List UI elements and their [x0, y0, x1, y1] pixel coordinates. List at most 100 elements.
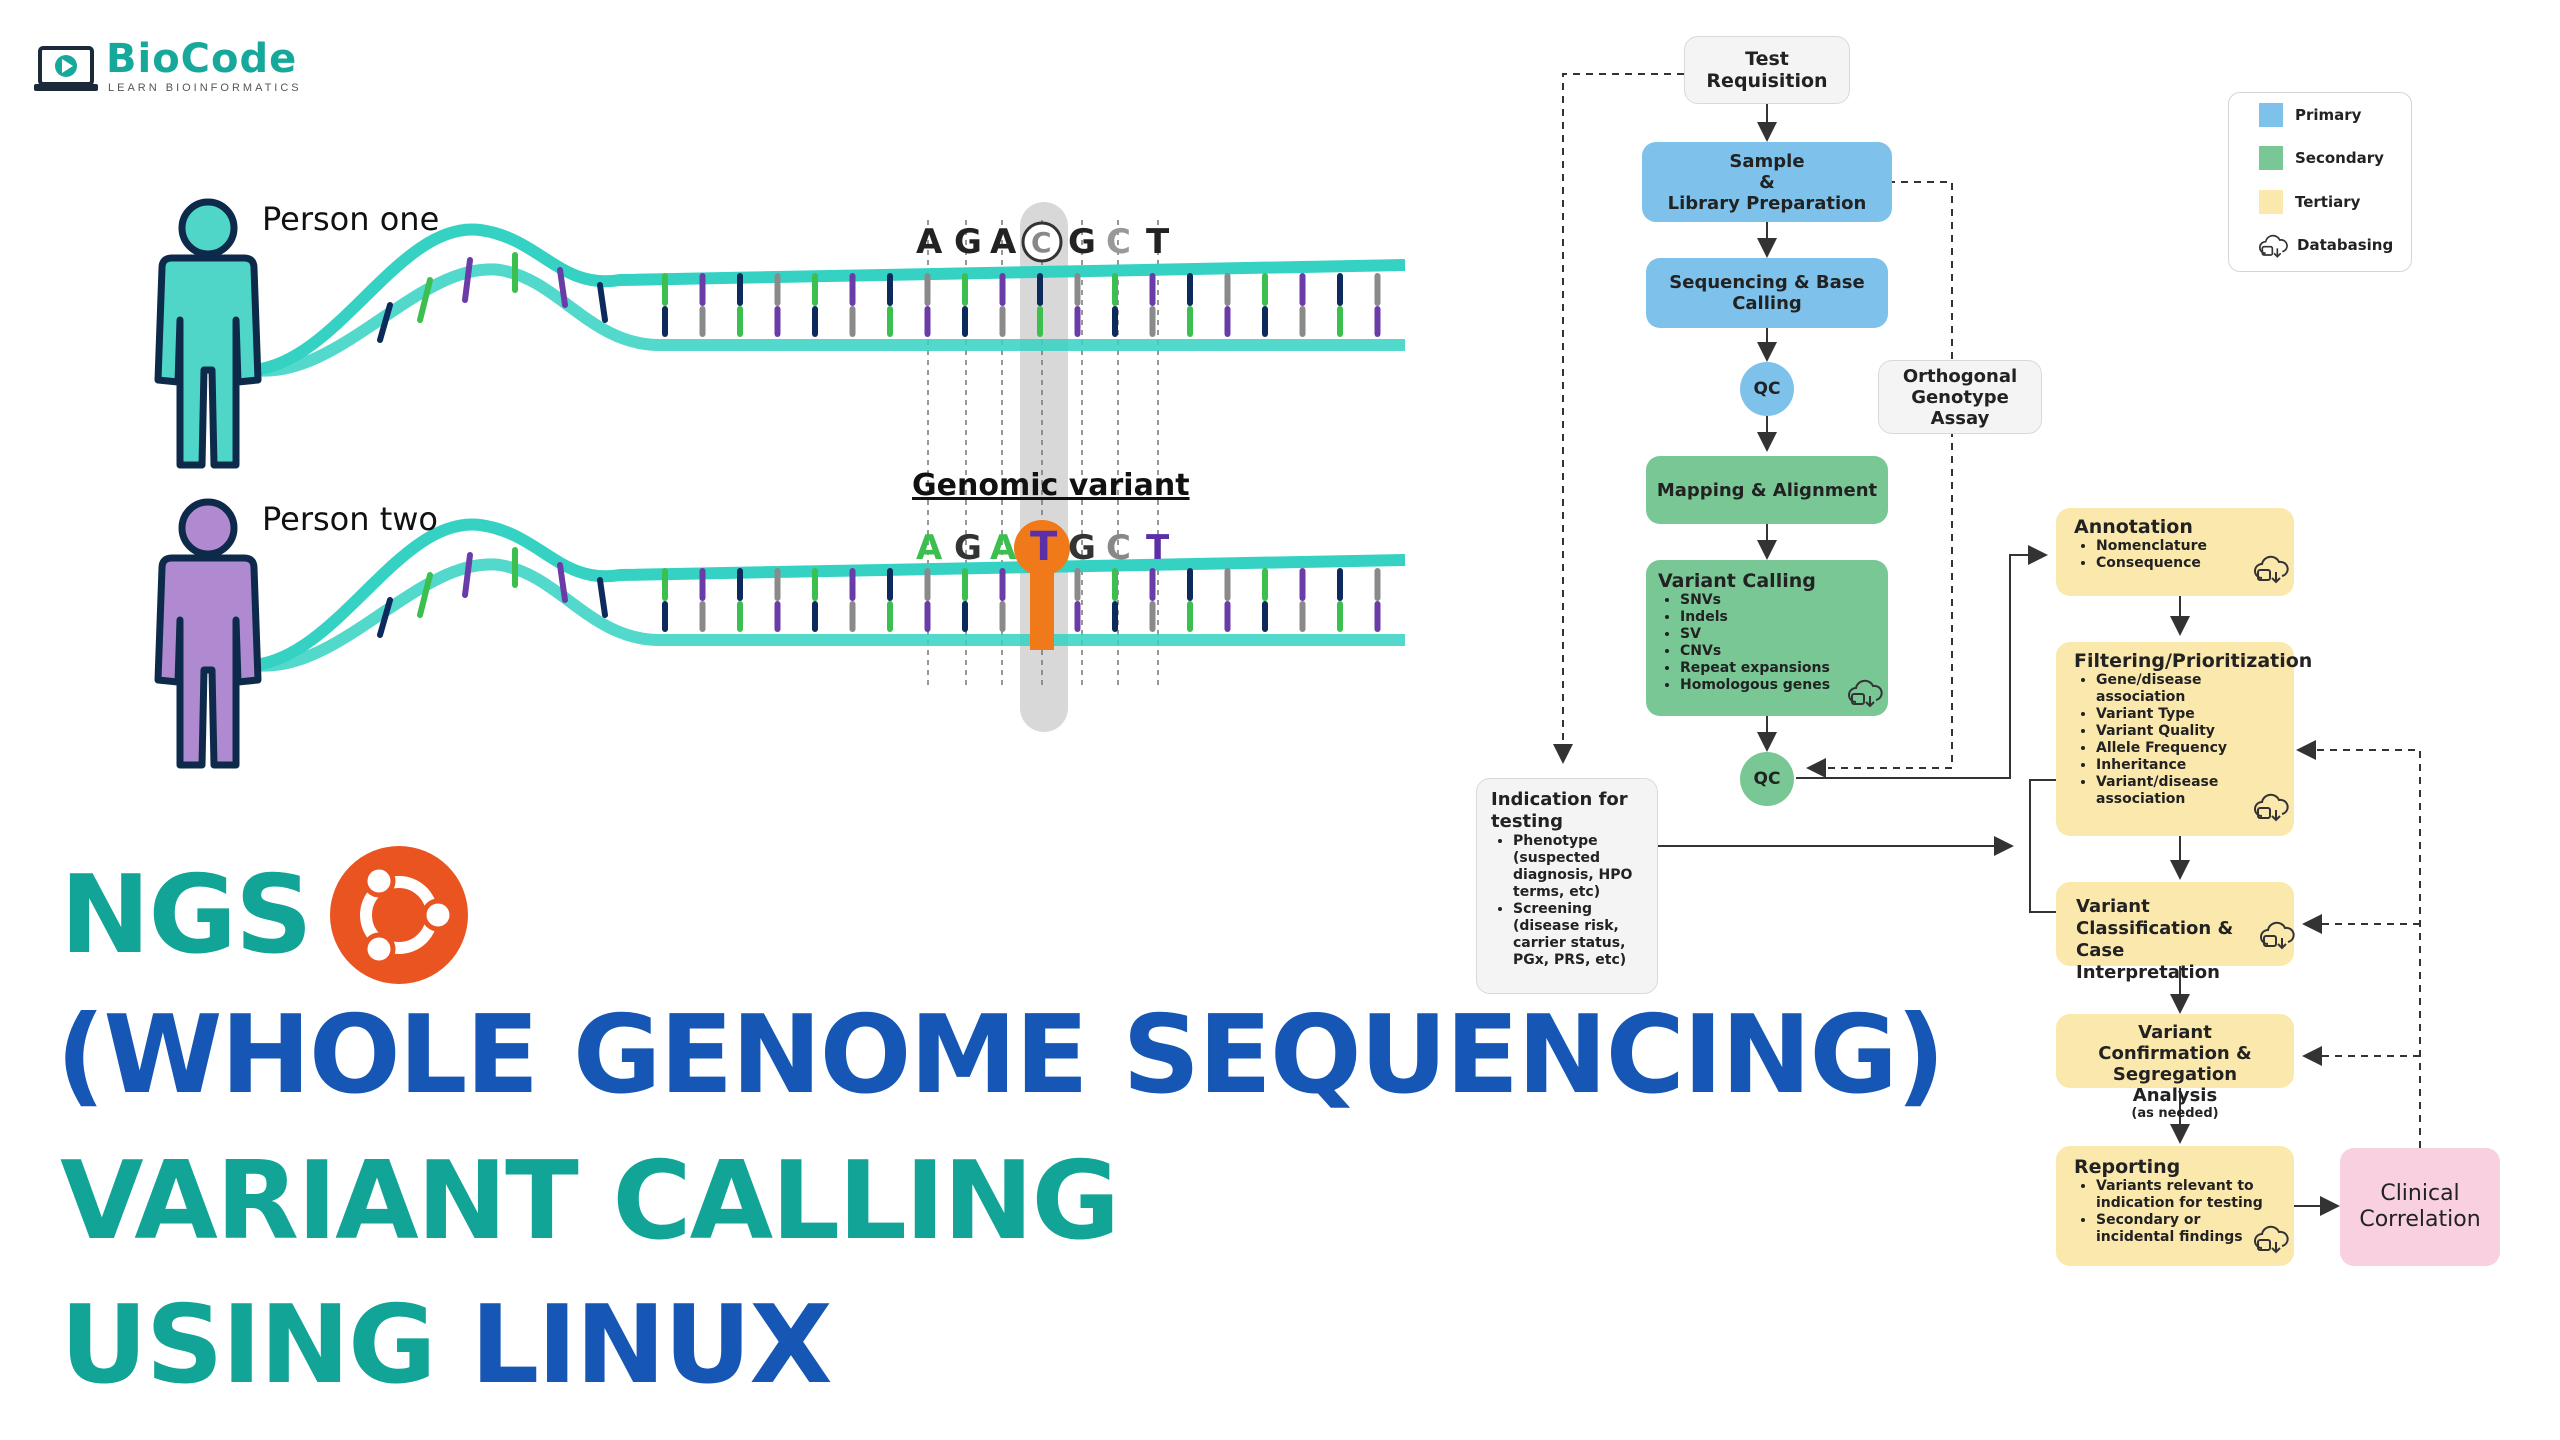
annotation-list: Nomenclature Consequence — [2074, 538, 2276, 572]
base: T — [1146, 528, 1170, 568]
sequencing-label: Sequencing & Base Calling — [1669, 272, 1865, 314]
ubuntu-logo-icon — [330, 846, 468, 984]
reporting-list: Variants relevant to indication for test… — [2074, 1178, 2276, 1246]
database-cloud-icon — [1848, 679, 1883, 708]
annotation-box: Annotation Nomenclature Consequence — [2056, 508, 2294, 596]
indication-box: Indication for testing Phenotype (suspec… — [1476, 778, 1658, 994]
qc-label: QC — [1753, 379, 1781, 399]
list-item: Variant Type — [2096, 706, 2276, 723]
qc-node-1: QC — [1740, 362, 1794, 416]
base: A — [990, 528, 1017, 568]
qc-node-2: QC — [1740, 752, 1794, 806]
dna-strand-two — [254, 518, 1406, 672]
test-requisition-label: Test Requisition — [1706, 48, 1828, 92]
list-note: association — [2096, 791, 2186, 807]
database-cloud-icon — [2254, 1225, 2289, 1254]
mapping-box: Mapping & Alignment — [1646, 456, 1888, 524]
variant-base-ref: C — [1031, 226, 1052, 259]
base: G — [1068, 222, 1096, 262]
variant-calling-list: SNVs Indels SV CNVs Repeat expansions Ho… — [1658, 592, 1876, 694]
database-cloud-icon — [2254, 793, 2289, 822]
list-note: carrier status, — [1513, 935, 1626, 951]
headline-whole-genome-sequencing: (WHOLE GENOME SEQUENCING) — [56, 993, 1945, 1118]
genomic-variant-label: Genomic variant — [912, 468, 1190, 503]
base: C — [1106, 528, 1131, 568]
annotation-title: Annotation — [2074, 516, 2193, 538]
list-item: Allele Frequency — [2096, 740, 2276, 757]
classification-line: Variant Classification & — [2076, 896, 2234, 939]
base: G — [1068, 528, 1096, 568]
headline-using: USING — [60, 1283, 437, 1408]
indication-list: Phenotype (suspected diagnosis, HPO term… — [1491, 833, 1643, 969]
sample-prep-line: Library Preparation — [1667, 192, 1867, 214]
legend-swatch — [2259, 190, 2283, 214]
list-note: association — [2096, 689, 2186, 705]
list-item: Variant/disease — [2096, 774, 2276, 791]
list-item: Nomenclature — [2096, 538, 2276, 555]
sequence-one: A G A C G C T — [910, 222, 1180, 266]
base: G — [954, 528, 982, 568]
database-cloud-icon — [2259, 234, 2288, 258]
list-note: incidental findings — [2096, 1229, 2243, 1245]
variant-calling-box: Variant Calling SNVs Indels SV CNVs Repe… — [1646, 560, 1888, 716]
legend-label: Tertiary — [2295, 193, 2361, 211]
base: T — [1146, 222, 1170, 262]
clinical-line: Clinical — [2380, 1181, 2460, 1206]
database-cloud-icon — [2260, 921, 2295, 950]
list-note: (disease risk, — [1513, 918, 1619, 934]
headline-linux: LINUX — [470, 1283, 832, 1408]
filtering-title: Filtering/Prioritization — [2074, 650, 2313, 672]
base: G — [954, 222, 982, 262]
legend-item-databasing: Databasing — [2259, 231, 2393, 259]
mapping-label: Mapping & Alignment — [1656, 479, 1878, 501]
sample-prep-line: Sample — [1729, 150, 1805, 172]
list-item: Inheritance — [2096, 757, 2276, 774]
list-item: SV — [1680, 626, 1876, 643]
indication-title-line: testing — [1491, 811, 1563, 832]
list-item: Variant Quality — [2096, 723, 2276, 740]
reporting-box: Reporting Variants relevant to indicatio… — [2056, 1146, 2294, 1266]
confirmation-note: (as needed) — [2131, 1106, 2219, 1121]
base: A — [916, 222, 943, 262]
person-two-figure — [154, 498, 262, 769]
logo-icon — [34, 46, 98, 91]
base: C — [1106, 222, 1131, 262]
person-one-label: Person one — [262, 200, 440, 238]
list-note: (suspected — [1513, 850, 1601, 866]
list-item: Phenotype — [1513, 833, 1643, 850]
list-note: indication for testing — [2096, 1195, 2263, 1211]
legend-label: Secondary — [2295, 149, 2384, 167]
clinical-line: Correlation — [2359, 1207, 2481, 1232]
database-cloud-icon — [2254, 555, 2289, 584]
list-item: SNVs — [1680, 592, 1876, 609]
list-item: CNVs — [1680, 643, 1876, 660]
list-item: Gene/disease — [2096, 672, 2276, 689]
filtering-box: Filtering/Prioritization Gene/disease as… — [2056, 642, 2313, 836]
clinical-correlation-box: Clinical Correlation — [2340, 1148, 2500, 1266]
legend-item-tertiary: Tertiary — [2259, 190, 2360, 214]
legend-swatch — [2259, 146, 2283, 170]
confirmation-line: Variant Confirmation & — [2098, 1022, 2252, 1064]
variant-base-alt: T — [1030, 524, 1058, 570]
list-item: Secondary or — [2096, 1212, 2276, 1229]
orthogonal-line: Assay — [1930, 407, 1990, 429]
legend-label: Primary — [2295, 106, 2362, 124]
confirmation-box: Variant Confirmation & Segregation Analy… — [2056, 1014, 2294, 1121]
sample-prep-box: Sample & Library Preparation — [1642, 142, 1892, 222]
reporting-title: Reporting — [2074, 1156, 2181, 1178]
headline-ngs: NGS — [60, 853, 313, 978]
orthogonal-assay-box: Orthogonal Genotype Assay — [1878, 360, 2042, 434]
legend-swatch — [2259, 103, 2283, 127]
dna-illustration — [154, 198, 1406, 769]
legend-item-secondary: Secondary — [2259, 146, 2384, 170]
list-item: Repeat expansions — [1680, 660, 1876, 677]
confirmation-line: Segregation Analysis — [2112, 1064, 2238, 1106]
legend-item-primary: Primary — [2259, 103, 2361, 127]
qc-label: QC — [1753, 769, 1781, 789]
list-item: Consequence — [2096, 555, 2276, 572]
sequence-two: A G A T G C T — [910, 524, 1180, 572]
indication-title-line: Indication for — [1491, 789, 1628, 810]
logo-subtitle: LEARN BIOINFORMATICS — [108, 82, 302, 94]
list-note: diagnosis, HPO — [1513, 867, 1633, 883]
test-requisition-box: Test Requisition — [1684, 36, 1850, 104]
